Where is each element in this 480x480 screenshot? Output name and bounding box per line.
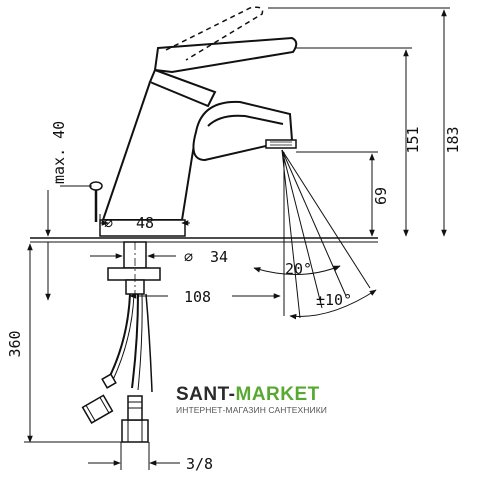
dim-183: 183 <box>444 126 462 153</box>
dim-thread: 3/8 <box>186 455 213 473</box>
diameter-symbol-48: ∅ <box>104 214 113 232</box>
dim-69: 69 <box>372 187 390 205</box>
diameter-symbol-34: ∅ <box>184 248 193 266</box>
watermark-subtitle: ИНТЕРНЕТ-МАГАЗИН САНТЕХНИКИ <box>176 405 328 415</box>
dim-angle-10: ±10° <box>316 291 352 309</box>
dim-108: 108 <box>184 288 211 306</box>
under-counter-assembly <box>81 241 161 443</box>
dim-angle-20: 20° <box>285 260 312 278</box>
dim-max-40: max. 40 <box>50 121 68 184</box>
dim-360: 360 <box>6 330 24 357</box>
dim-151: 151 <box>404 126 422 153</box>
dim-34: 34 <box>210 248 228 266</box>
watermark-logo: SANT-MARKET <box>176 384 320 406</box>
faucet-body <box>89 6 298 237</box>
countertop <box>30 237 378 243</box>
dim-48: 48 <box>136 214 154 232</box>
brand-part1: SANT- <box>176 384 236 405</box>
brand-part2: MARKET <box>235 384 320 405</box>
dimension-lines <box>24 7 450 470</box>
